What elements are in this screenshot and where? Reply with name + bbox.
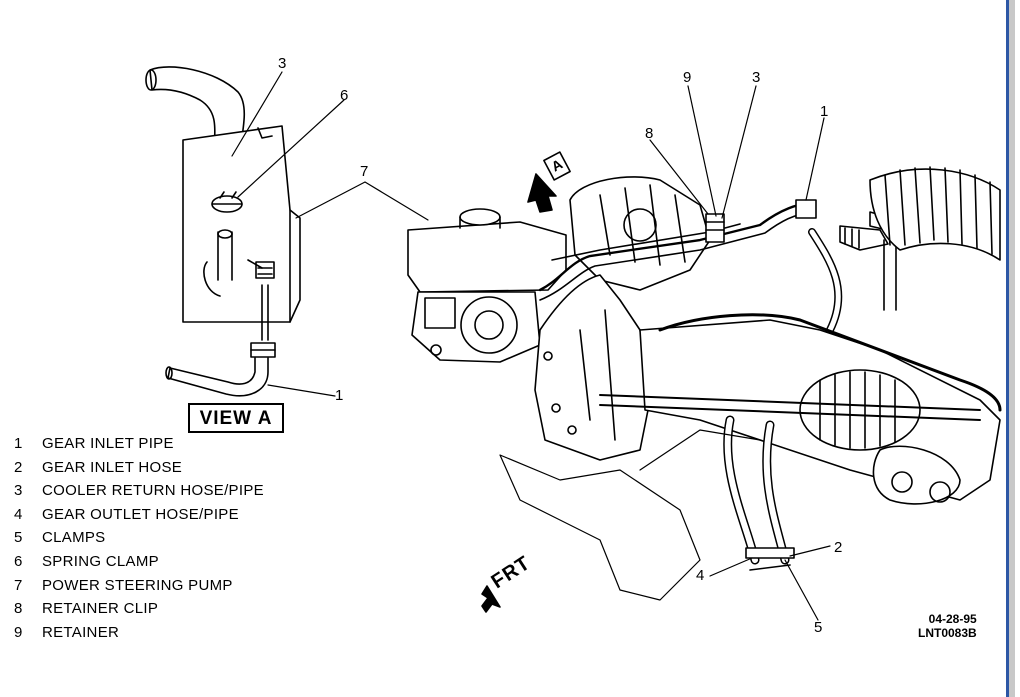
callout-1-main: 1 [820, 103, 829, 120]
callout-1-view-a: 1 [335, 387, 344, 404]
figure-stamp: 04-28-95 LNT0083B [918, 612, 977, 640]
date-code: 04-28-95 [928, 612, 977, 626]
callout-9: 9 [683, 69, 692, 86]
main-assembly-illustration [407, 85, 1002, 621]
figure-code: LNT0083B [918, 626, 977, 640]
callout-8: 8 [645, 125, 654, 142]
callout-5: 5 [814, 619, 823, 636]
callout-7: 7 [360, 163, 369, 180]
view-a-illustration [145, 66, 429, 397]
callout-4: 4 [696, 567, 705, 584]
callout-3-view-a: 3 [278, 55, 287, 72]
callout-3-main: 3 [752, 69, 761, 86]
callout-2: 2 [834, 539, 843, 556]
view-a-label: VIEW A [188, 403, 284, 433]
callout-6-view-a: 6 [340, 87, 349, 104]
